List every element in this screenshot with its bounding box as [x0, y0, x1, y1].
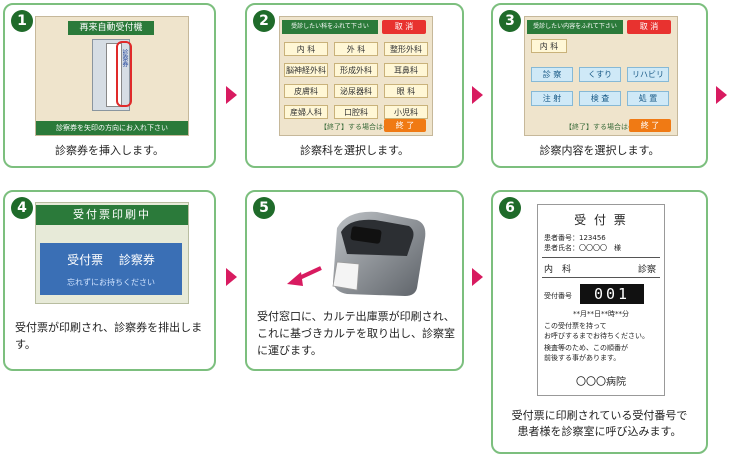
- step1-number: 1: [11, 10, 33, 32]
- step2-screen: 受診したい科をふれて下さい 取 消 内 科外 科整形外科脳神経外科形成外科耳鼻科…: [279, 16, 433, 136]
- ticket-note-1: この受付票を持って: [544, 322, 607, 330]
- step4-card: 4 受付票印刷中 受付票 診察券 忘れずにお持ちください 受付票が印刷され、診察…: [3, 190, 216, 371]
- step6-caption: 受付票に印刷されている受付番号で患者様を診察室に呼び込みます。: [511, 409, 688, 438]
- option-button[interactable]: くすり: [579, 67, 621, 82]
- step1-screen-footer: 診察券を矢印の方向にお入れ下さい: [36, 121, 188, 135]
- flow-arrow-5: [472, 268, 483, 286]
- dept-button[interactable]: 整形外科: [384, 42, 428, 56]
- ticket-divider-2: [542, 277, 660, 278]
- step4-panel-sub: 忘れずにお持ちください: [67, 278, 155, 287]
- dept-button[interactable]: 内 科: [284, 42, 328, 56]
- step1-caption: 診察券を挿入します。: [55, 144, 164, 157]
- dept-button[interactable]: 眼 科: [384, 84, 428, 98]
- ticket-title: 受 付 票: [574, 213, 628, 227]
- step6-card: 6 受 付 票 患者番号：123456 患者氏名：〇〇〇〇 様 内 科 診察 受…: [491, 190, 708, 454]
- dept-button[interactable]: 泌尿器科: [334, 84, 378, 98]
- inserted-card: [106, 43, 122, 107]
- step4-panel: 受付票 診察券 忘れずにお持ちください: [40, 243, 182, 295]
- step5-caption: 受付窓口に、カルテ出庫票が印刷され、これに基づきカルテを取り出し、診察室に運びま…: [257, 310, 455, 357]
- step1-screen-title: 再来自動受付機: [68, 21, 154, 35]
- patient-number: 患者番号：123456: [544, 234, 606, 242]
- flow-arrow-2: [472, 86, 483, 104]
- dept-button[interactable]: 皮膚科: [284, 84, 328, 98]
- flow-arrow-1: [226, 86, 237, 104]
- step4-caption: 受付票が印刷され、診察券を排出します。: [15, 321, 203, 351]
- step3-card: 3 受診したい内容をふれて下さい 取 消 内 科 診 察くすりリハビリ注 射検 …: [491, 3, 708, 168]
- step2-footer: 【終了】する場合は⇒: [320, 123, 389, 131]
- step3-screen: 受診したい内容をふれて下さい 取 消 内 科 診 察くすりリハビリ注 射検 査処…: [524, 16, 678, 136]
- ticket-number: 001: [580, 284, 644, 304]
- ticket-hospital: 〇〇〇病院: [576, 377, 626, 388]
- dept-button[interactable]: 産婦人科: [284, 105, 328, 119]
- dept-button[interactable]: 形成外科: [334, 63, 378, 77]
- ticket-datetime: **月**日**時**分: [573, 310, 629, 318]
- step2-number: 2: [253, 10, 275, 32]
- step5-card: 5 受付窓口に、カルテ出庫票が印刷され、これに基づきカルテを取り出し、診察室に運…: [245, 190, 464, 371]
- step1-card: 1 再来自動受付機 診察券 診察券を矢印の方向にお入れ下さい 診察券を挿入します…: [3, 3, 216, 168]
- ticket-divider-1: [542, 257, 660, 258]
- flow-arrow-4: [226, 268, 237, 286]
- ticket-note-3: 検査等のため、この順番が: [544, 344, 628, 352]
- ticket-type: 診察: [637, 265, 656, 275]
- step6-number: 6: [499, 197, 521, 219]
- ticket-note-4: 前後する事があります。: [544, 354, 621, 362]
- step2-end-button[interactable]: 終 了: [384, 119, 426, 132]
- dept-button[interactable]: 脳神経外科: [284, 63, 328, 77]
- ticket-note-2: お呼びするまでお待ちください。: [544, 332, 649, 340]
- dept-button[interactable]: 耳鼻科: [384, 63, 428, 77]
- ticket-dept: 内 科: [544, 265, 572, 275]
- step1-screen: 再来自動受付機 診察券 診察券を矢印の方向にお入れ下さい: [35, 16, 189, 136]
- step3-caption: 診察内容を選択します。: [539, 144, 660, 157]
- step4-number: 4: [11, 197, 33, 219]
- option-button[interactable]: 注 射: [531, 91, 573, 106]
- step2-cancel-button[interactable]: 取 消: [382, 20, 426, 34]
- card-highlight: [116, 41, 132, 107]
- option-button[interactable]: 検 査: [579, 91, 621, 106]
- step3-end-button[interactable]: 終 了: [629, 119, 671, 132]
- card-label: 診察券: [121, 49, 128, 67]
- step2-prompt: 受診したい科をふれて下さい: [282, 20, 378, 34]
- dept-button[interactable]: 外 科: [334, 42, 378, 56]
- step5-number: 5: [253, 197, 275, 219]
- ticket-number-label: 受付番号: [544, 292, 572, 300]
- step3-prompt: 受診したい内容をふれて下さい: [527, 20, 623, 34]
- ticket-printer-illustration: [287, 211, 426, 296]
- dept-button[interactable]: 小児科: [384, 105, 428, 119]
- patient-name: 患者氏名：〇〇〇〇 様: [544, 244, 621, 252]
- dept-button[interactable]: 口腔科: [334, 105, 378, 119]
- step3-footer: 【終了】する場合は⇒: [565, 123, 634, 131]
- reception-ticket: 受 付 票 患者番号：123456 患者氏名：〇〇〇〇 様 内 科 診察 受付番…: [537, 204, 665, 396]
- step4-screen-title: 受付票印刷中: [36, 205, 188, 225]
- step3-cancel-button[interactable]: 取 消: [627, 20, 671, 34]
- option-button[interactable]: 処 置: [627, 91, 669, 106]
- selected-dept: 内 科: [531, 39, 567, 53]
- step2-card: 2 受診したい科をふれて下さい 取 消 内 科外 科整形外科脳神経外科形成外科耳…: [245, 3, 464, 168]
- flow-arrow-3: [716, 86, 727, 104]
- step4-panel-main: 受付票 診察券: [67, 253, 155, 267]
- option-button[interactable]: 診 察: [531, 67, 573, 82]
- option-button[interactable]: リハビリ: [627, 67, 669, 82]
- step4-screen: 受付票印刷中 受付票 診察券 忘れずにお持ちください: [35, 202, 189, 304]
- step3-number: 3: [499, 10, 521, 32]
- step2-caption: 診察科を選択します。: [300, 144, 409, 157]
